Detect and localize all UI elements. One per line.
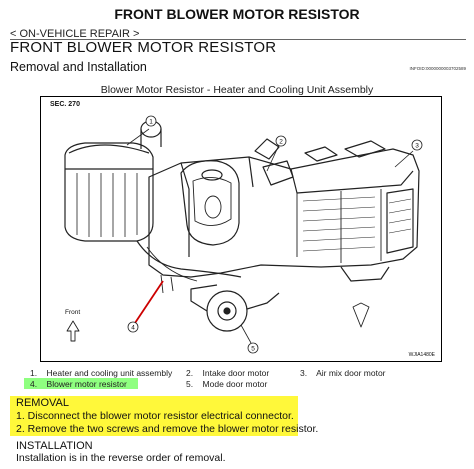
blower-housing (64, 142, 154, 242)
legend-item-highlighted: 4. Blower motor resistor (30, 379, 127, 389)
callout-1: 1 (149, 119, 153, 126)
legend-label: Intake door motor (202, 368, 270, 378)
legend-label: Blower motor resistor (46, 379, 127, 389)
installation-text: Installation is in the reverse order of … (16, 452, 226, 464)
legend-item: 2. Intake door motor (186, 368, 269, 378)
removal-step: 1. Disconnect the blower motor resistor … (16, 410, 294, 422)
legend-item: 3. Air mix door motor (300, 368, 386, 378)
heater-cooling-unit-diagram: 1 2 3 4 5 (64, 115, 423, 354)
legend-label: Heater and cooling unit assembly (46, 368, 173, 378)
removal-step: 2. Remove the two screws and remove the … (16, 423, 319, 435)
legend-item: 1. Heater and cooling unit assembly (30, 368, 172, 378)
legend-label: Mode door motor (202, 379, 268, 389)
removal-heading: REMOVAL (16, 397, 69, 409)
legend-number: 4. (30, 379, 38, 389)
installation-heading: INSTALLATION (16, 440, 93, 452)
section-title: FRONT BLOWER MOTOR RESISTOR (10, 39, 277, 56)
resistor-callout-arrow (134, 280, 164, 324)
figure-frame: 1 2 3 4 5 SEC. 270 Front WJIA1480E (40, 96, 442, 362)
unit-case (148, 148, 420, 278)
legend-highlight (24, 378, 138, 389)
legend-number: 3. (300, 368, 308, 378)
front-arrow-icon (66, 320, 80, 342)
legend-label: Air mix door motor (316, 368, 386, 378)
callout-2: 2 (279, 139, 283, 146)
callout-4: 4 (131, 325, 135, 332)
subheading: Removal and Installation (10, 60, 147, 74)
legend-number: 2. (186, 368, 194, 378)
page-title: FRONT BLOWER MOTOR RESISTOR (114, 6, 360, 22)
figure-caption: Blower Motor Resistor - Heater and Cooli… (100, 84, 374, 96)
figure-code: WJIA1480E (408, 352, 435, 358)
front-label: Front (65, 309, 81, 316)
section-number: SEC. 270 (50, 101, 80, 108)
callout-5: 5 (251, 346, 255, 353)
legend-number: 5. (186, 379, 194, 389)
breadcrumb[interactable]: < ON-VEHICLE REPAIR > (10, 28, 140, 40)
callout-3: 3 (415, 143, 419, 150)
breadcrumb-divider (10, 39, 466, 40)
legend-item: 5. Mode door motor (186, 379, 267, 389)
removal-highlight (10, 396, 298, 436)
info-id: INFOID:0000000003702589 (409, 66, 466, 71)
legend-number: 1. (30, 368, 38, 378)
